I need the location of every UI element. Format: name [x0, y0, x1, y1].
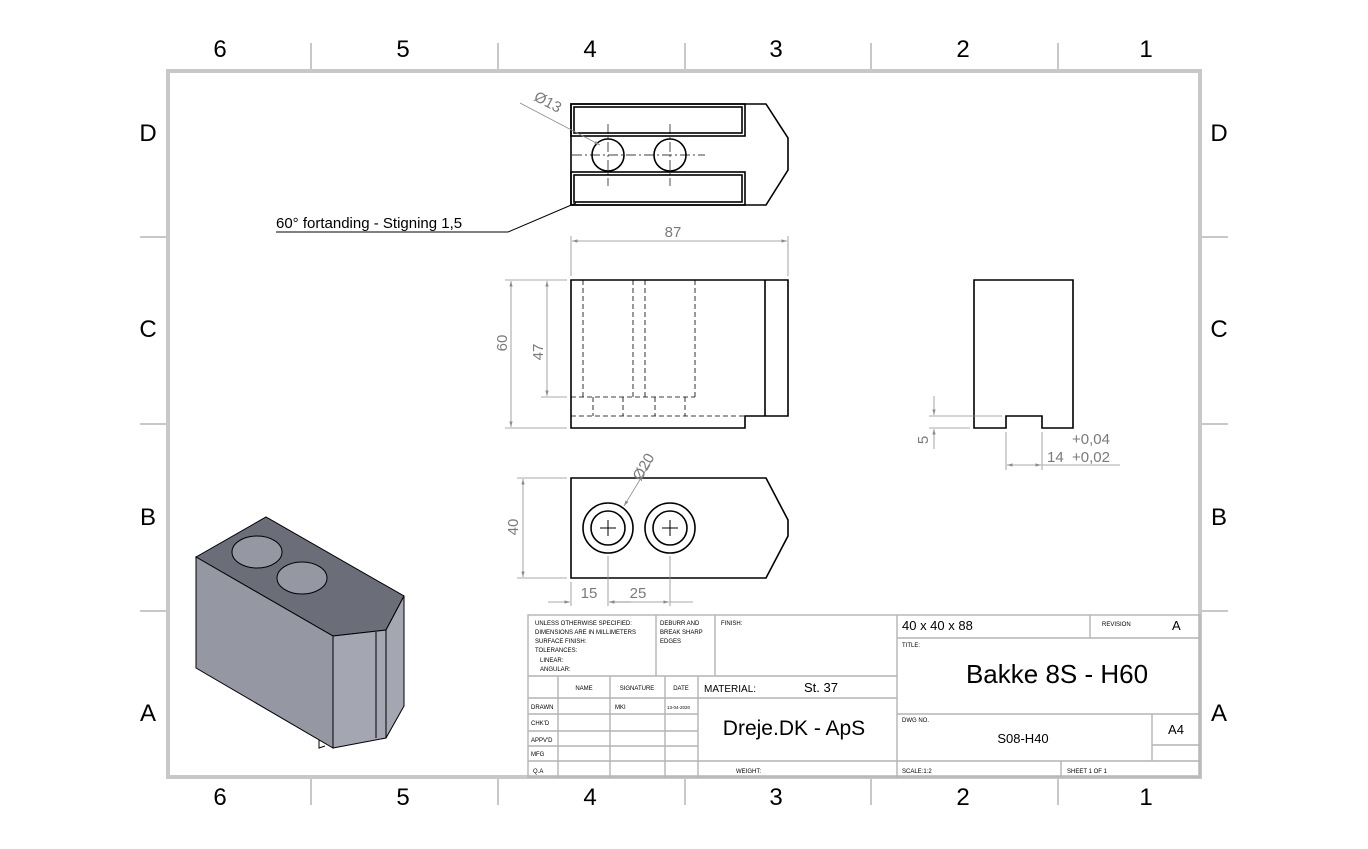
column-header: SIGNATURE	[620, 686, 655, 692]
zone-labels-right: D C B A	[1210, 120, 1227, 727]
zone-label: A	[1211, 700, 1227, 727]
zone-label: 6	[213, 784, 226, 811]
revision-label: REVISION	[1102, 622, 1131, 628]
zone-label: 4	[583, 36, 596, 63]
iso-hole	[231, 535, 283, 569]
row-label: MFG	[531, 752, 545, 758]
tooth-note: 60° fortanding - Stigning 1,5	[276, 215, 462, 232]
size-note: 40 x 40 x 88	[902, 618, 973, 633]
row-label: DRAWN	[531, 705, 553, 711]
zone-label: D	[1210, 120, 1227, 147]
row-label: Q.A	[533, 769, 543, 775]
deburr-note-line: DEBURR AND	[660, 621, 700, 627]
width-dimension: 87	[665, 224, 682, 241]
bottom-view: Ø20 40 15 25	[505, 451, 789, 606]
tolerance-lower: +0,02	[1072, 449, 1110, 466]
tolerance-note-line: SURFACE FINISH:	[535, 639, 587, 645]
deburr-note-line: BREAK SHARP	[660, 630, 703, 636]
spacing-dimension: 25	[630, 585, 647, 602]
zone-label: 6	[213, 36, 226, 63]
zone-label: 3	[769, 784, 782, 811]
height-dimension: 60	[494, 335, 511, 352]
paper-size: A4	[1168, 722, 1184, 737]
drawn-signature: MKI	[615, 705, 626, 711]
zone-labels-top: 6 5 4 3 2 1	[213, 36, 1152, 63]
tolerance-upper: +0,04	[1072, 431, 1110, 448]
zone-label: 2	[956, 36, 969, 63]
tolerance-note-line: TOLERANCES:	[535, 648, 578, 654]
scale-label: SCALE:1:2	[902, 769, 932, 775]
front-view: 87 60 47	[494, 224, 789, 429]
slot-depth-dimension: 5	[915, 436, 932, 444]
title-label: TITLE:	[902, 643, 920, 649]
tolerance-note-line: ANGULAR:	[540, 667, 571, 673]
hole-diameter-label: Ø13	[531, 88, 564, 116]
sheet-label: SHEET 1 OF 1	[1067, 769, 1108, 775]
iso-hole	[276, 561, 328, 595]
zone-label: D	[139, 120, 156, 147]
zone-label: B	[140, 504, 156, 531]
zone-label: C	[1210, 316, 1227, 343]
dwg-label: DWG NO.	[902, 718, 929, 724]
offset-dimension: 15	[581, 585, 598, 602]
slot-width-dimension: 14	[1047, 449, 1064, 466]
drawing-title: Bakke 8S - H60	[966, 659, 1148, 689]
drawing-number: S08-H40	[997, 731, 1048, 746]
title-block: UNLESS OTHERWISE SPECIFIED: DIMENSIONS A…	[527, 614, 1201, 778]
tolerance-note-line: UNLESS OTHERWISE SPECIFIED:	[535, 621, 632, 627]
zone-label: B	[1211, 504, 1227, 531]
deburr-note-line: EDGES	[660, 639, 681, 645]
side-view: 5 14 +0,04 +0,02	[915, 279, 1120, 470]
depth-dimension: 40	[505, 519, 522, 536]
top-view: Ø13 60° fortanding - Stigning 1,5	[276, 88, 789, 233]
tolerance-note-line: LINEAR:	[540, 658, 564, 664]
zone-label: 4	[583, 784, 596, 811]
weight-label: WEIGHT:	[736, 769, 761, 775]
zone-label: 1	[1139, 36, 1152, 63]
tolerance-note-line: DIMENSIONS ARE IN MILLIMETERS	[535, 630, 636, 636]
zone-labels-bottom: 6 5 4 3 2 1	[213, 784, 1152, 811]
zone-label: 5	[396, 784, 409, 811]
row-label: APPV'D	[531, 738, 553, 744]
finish-label: FINISH:	[721, 621, 743, 627]
inner-height-dimension: 47	[530, 344, 547, 361]
zone-label: 2	[956, 784, 969, 811]
row-label: CHK'D	[531, 721, 550, 727]
zone-labels-left: D C B A	[139, 120, 156, 727]
material-value: St. 37	[804, 680, 838, 695]
column-header: NAME	[575, 686, 592, 692]
material-label: MATERIAL:	[704, 684, 756, 695]
zone-label: C	[139, 316, 156, 343]
zone-label: 1	[1139, 784, 1152, 811]
zone-label: 5	[396, 36, 409, 63]
column-header: DATE	[673, 686, 689, 692]
revision-value: A	[1172, 618, 1181, 633]
zone-label: 3	[769, 36, 782, 63]
zone-label: A	[140, 700, 156, 727]
drawn-date: 13-04-2020	[667, 705, 691, 710]
company-name: Dreje.DK - ApS	[723, 717, 865, 740]
isometric-view	[194, 516, 405, 749]
